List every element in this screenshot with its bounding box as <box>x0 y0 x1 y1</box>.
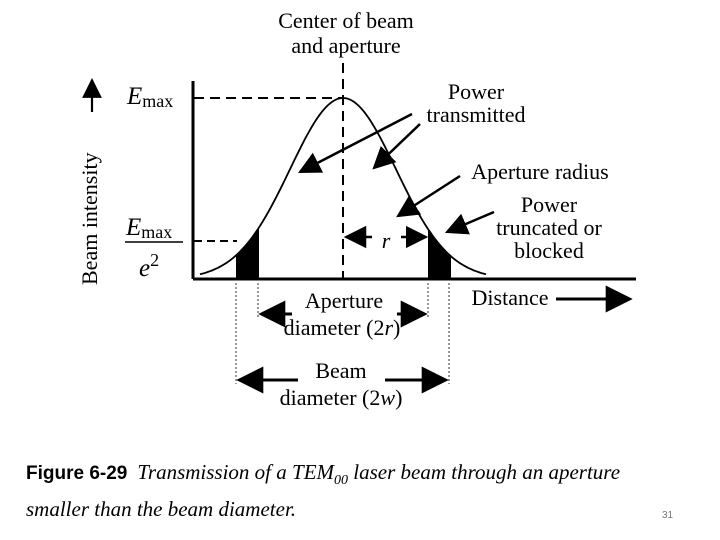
power-tx-pointer-right <box>372 123 421 170</box>
x-axis-label: Distance <box>472 285 549 310</box>
truncated-pointer <box>444 210 495 235</box>
caption-text-a: Transmission of a <box>137 460 293 484</box>
page-number: 31 <box>662 510 674 521</box>
aperture-radius-pointer <box>396 174 461 218</box>
beam-diameter-line1: Beam <box>315 358 366 383</box>
blocked-region-right <box>428 229 451 279</box>
aperture-radius-label: Aperture radius <box>471 159 608 184</box>
caption-text-b: laser beam through an aperture smaller t… <box>26 460 621 522</box>
center-label-line1: Center of beam <box>278 8 414 33</box>
y-axis-label: Beam intensity <box>77 152 102 285</box>
emax-label: Emax <box>126 83 173 111</box>
r-symbol: r <box>382 228 391 253</box>
power-truncated-line1: Power <box>521 192 578 217</box>
beam-aperture-diagram: Center of beam and aperture Power transm… <box>77 8 636 410</box>
power-tx-pointer-left <box>298 112 413 174</box>
power-transmitted-line2: transmitted <box>427 102 526 127</box>
figure-number: Figure 6-29 <box>26 463 128 484</box>
aperture-diameter-line2: diameter (2r) <box>284 315 401 340</box>
emax-e2-denominator: e2 <box>139 250 159 282</box>
emax-e2-numerator: Emax <box>125 214 172 242</box>
caption-tem: TEM <box>292 460 335 484</box>
figure-caption: Figure 6-29 Transmission of a TEM00 laser… <box>26 458 666 523</box>
power-truncated-line2: truncated or <box>496 215 602 240</box>
power-truncated-line3: blocked <box>514 238 584 263</box>
caption-tem-subscript: 00 <box>334 473 349 489</box>
center-label-line2: and aperture <box>291 33 400 58</box>
aperture-diameter-line1: Aperture <box>305 288 383 313</box>
power-transmitted-line1: Power <box>448 79 505 104</box>
blocked-region-left <box>236 227 259 279</box>
beam-diameter-line2: diameter (2w) <box>280 385 403 410</box>
